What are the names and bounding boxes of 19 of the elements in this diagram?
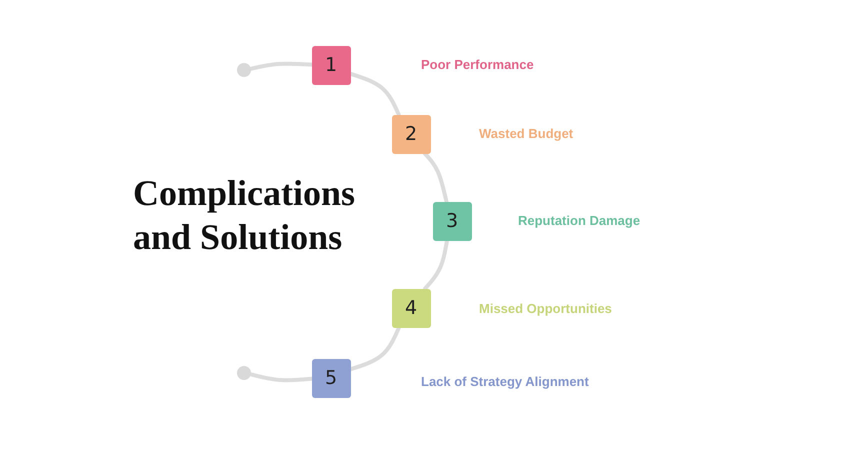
step-label: Wasted Budget — [479, 126, 574, 142]
endpoint-dot — [237, 63, 251, 77]
step-label: Missed Opportunities — [479, 301, 612, 317]
numbered-square: 1 — [312, 46, 350, 84]
curved-connector — [248, 372, 314, 382]
step-label: Reputation Damage — [518, 213, 640, 229]
diagram-title: Complications and Solutions — [133, 172, 356, 259]
numbered-square: 3 — [432, 202, 472, 240]
numbered-square: 5 — [312, 358, 350, 398]
step-label: Lack of Strategy Alignment — [421, 374, 589, 390]
endpoint-dot — [237, 366, 251, 380]
curved-connector — [348, 326, 401, 372]
curved-connector — [348, 72, 401, 116]
numbered-square: 2 — [392, 114, 430, 154]
numbered-square: 4 — [392, 288, 430, 328]
curved-connector — [423, 238, 450, 290]
curved-connector — [248, 62, 314, 71]
step-label: Poor Performance — [421, 57, 534, 73]
curved-connector — [422, 152, 448, 204]
